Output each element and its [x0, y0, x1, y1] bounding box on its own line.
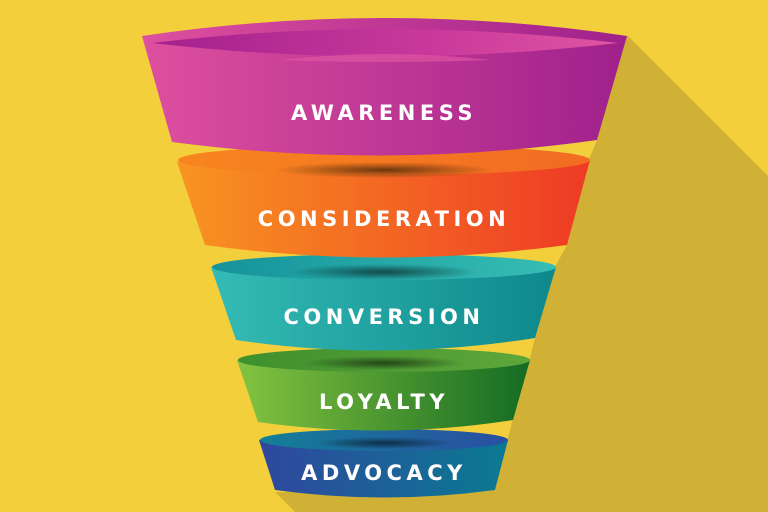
funnel-stage-awareness: [142, 18, 627, 156]
funnel-stage-loyalty: [237, 348, 530, 431]
funnel-shadow: [275, 35, 768, 512]
funnel-stage-consideration: [177, 145, 590, 258]
funnel-stage-advocacy: [259, 429, 508, 498]
funnel-stage-conversion: [211, 254, 556, 351]
